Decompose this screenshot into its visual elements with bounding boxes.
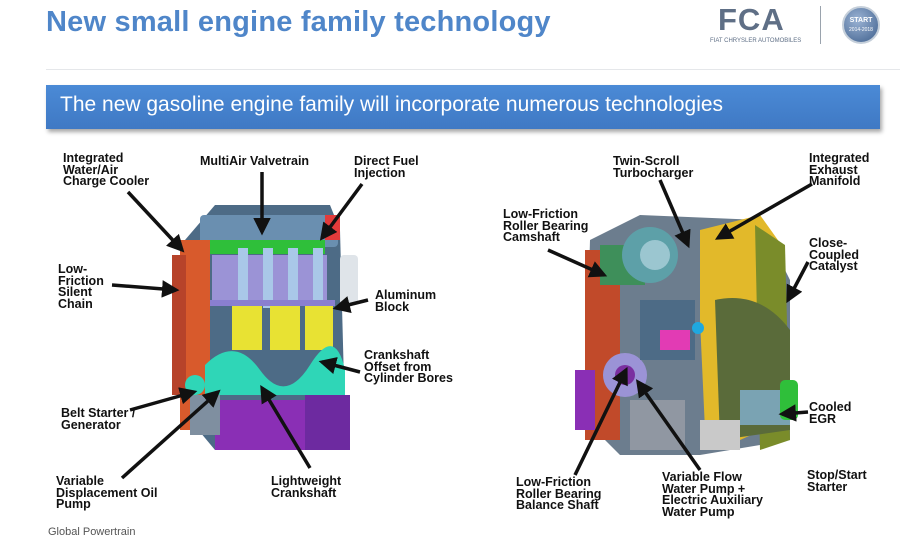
label-silent-chain: Low- Friction Silent Chain	[58, 262, 104, 311]
label-aluminum-block: Aluminum Block	[375, 288, 437, 314]
right-arrows	[547, 179, 813, 476]
right-engine-illustration	[575, 215, 798, 455]
fca-logo: FCA FIAT CHRYSLER AUTOMOBILES	[710, 2, 808, 46]
left-arrows	[111, 172, 369, 480]
start-badge: START 2014-2018	[842, 6, 880, 44]
label-catalyst: Close- Coupled Catalyst	[809, 236, 859, 273]
arrow-oil-pump	[120, 389, 221, 480]
label-crankshaft-offset: Crankshaft Offset from Cylinder Bores	[364, 348, 453, 385]
arrow-balance-shaft	[573, 366, 628, 476]
left-engine-illustration	[172, 205, 358, 450]
header-divider	[46, 69, 900, 70]
arrow-exhaust-manifold	[714, 182, 813, 240]
label-fuel-injection: Direct Fuel Injection	[354, 154, 419, 180]
label-lightweight-crankshaft: Lightweight Crankshaft	[271, 474, 342, 500]
logo-text: FCA	[718, 2, 785, 37]
label-belt-starter: Belt Starter / Generator	[61, 406, 136, 432]
label-balance-shaft: Low-Friction Roller Bearing Balance Shaf…	[516, 475, 602, 512]
page-title: New small engine family technology	[46, 6, 551, 38]
label-charge-cooler: Integrated Water/Air Charge Cooler	[63, 151, 150, 188]
arrow-aluminum-block	[332, 296, 369, 314]
label-egr: Cooled EGR	[809, 400, 852, 426]
arrow-crankshaft-offset	[318, 357, 361, 375]
arrow-silent-chain	[111, 280, 180, 298]
arrow-turbocharger	[658, 179, 691, 249]
arrow-charge-cooler	[126, 190, 185, 253]
arrow-catalyst	[786, 261, 810, 304]
label-exhaust-manifold: Integrated Exhaust Manifold	[809, 151, 870, 188]
banner-text: The new gasoline engine family will inco…	[60, 93, 724, 116]
label-valvetrain: MultiAir Valvetrain	[200, 154, 310, 168]
footer-text: Global Powertrain	[48, 526, 136, 538]
arrow-fuel-injection	[319, 182, 364, 241]
arrow-water-pump	[635, 379, 702, 472]
label-camshaft: Low-Friction Roller Bearing Camshaft	[503, 207, 589, 244]
arrow-belt-starter	[129, 387, 198, 412]
arrow-camshaft	[547, 248, 608, 278]
arrow-lightweight-crankshaft	[260, 384, 312, 469]
label-turbocharger: Twin-Scroll Turbocharger	[613, 154, 694, 180]
subtitle-banner: The new gasoline engine family will inco…	[46, 85, 880, 129]
badge-line1: START	[849, 17, 873, 24]
logo-divider	[820, 6, 821, 44]
label-water-pump: Variable Flow Water Pump + Electric Auxi…	[662, 470, 763, 519]
arrow-egr	[778, 404, 809, 422]
label-stop-start: Stop/Start Starter	[807, 468, 867, 494]
logo-subtitle: FIAT CHRYSLER AUTOMOBILES	[710, 38, 802, 44]
badge-line2: 2014-2018	[849, 27, 873, 33]
label-oil-pump: Variable Displacement Oil Pump	[56, 474, 158, 511]
